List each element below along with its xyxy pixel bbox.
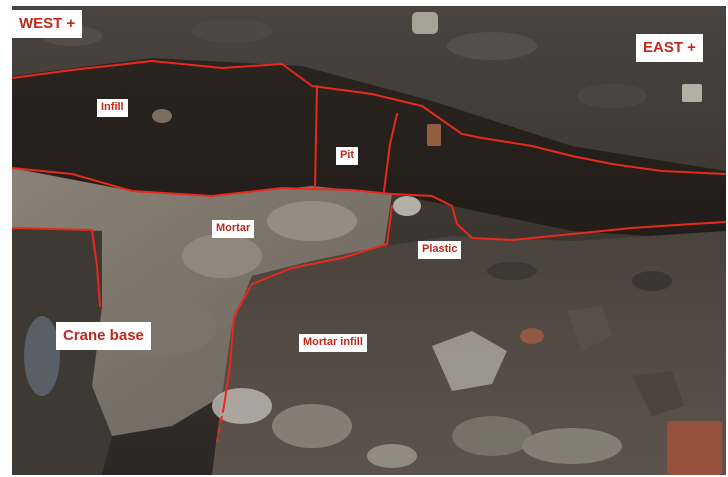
boundary-line-pit-left <box>314 85 318 189</box>
boundary-line-pit-right <box>383 113 398 192</box>
crane-base-layer <box>12 228 112 475</box>
boundary-line-mortar-infill <box>223 205 393 407</box>
boundary-line-mortar-infill-dashed <box>216 405 225 442</box>
boundary-line-plastic <box>451 205 726 241</box>
label-west: WEST + <box>12 10 83 38</box>
boundary-line-crane-base <box>12 227 101 307</box>
boundary-line-top <box>12 60 726 175</box>
label-crane-base: Crane base <box>56 322 151 350</box>
label-infill: Infill <box>97 99 128 117</box>
label-mortar: Mortar <box>212 220 255 238</box>
excavation-photo <box>12 6 726 475</box>
boundary-line-mid <box>12 167 453 207</box>
label-plastic: Plastic <box>418 241 462 259</box>
label-east: EAST + <box>636 34 703 62</box>
infill-layer <box>12 58 726 241</box>
label-pit: Pit <box>336 147 359 165</box>
excavation-scene <box>12 6 726 475</box>
label-mortar-infill: Mortar infill <box>299 334 367 352</box>
rubble-texture <box>24 12 722 475</box>
